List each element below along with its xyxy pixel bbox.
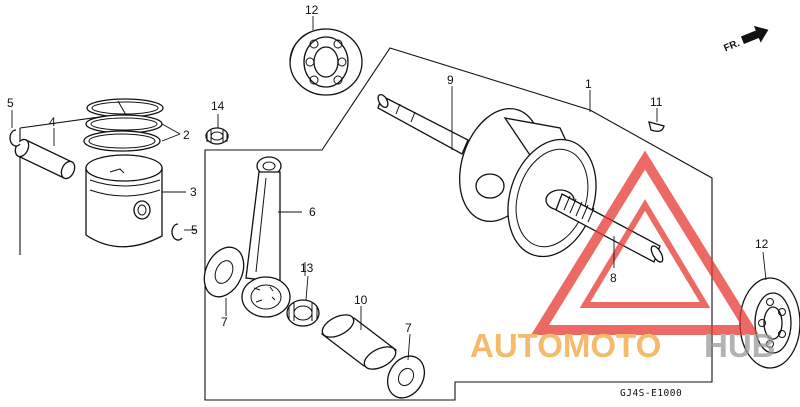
piston-pin-clip-right — [171, 223, 183, 241]
ball-bearing-lower — [739, 277, 800, 369]
front-direction-indicator: FR. — [722, 25, 769, 54]
callout-14: 14 — [211, 99, 225, 113]
callout-12a: 12 — [305, 3, 319, 17]
front-arrow-icon — [740, 25, 769, 44]
piston — [85, 154, 163, 248]
ball-bearing-upper — [289, 28, 363, 96]
crankshaft — [377, 93, 664, 263]
callout-1: 1 — [585, 77, 592, 91]
leader-lines — [11, 16, 767, 361]
callout-7a: 7 — [221, 315, 228, 329]
callout-numbers: 1 2 3 4 5 5 6 7 7 8 9 10 11 12 12 13 14 — [7, 3, 769, 335]
watermark-text-automoto: AUTOMOTO — [470, 327, 661, 364]
thrust-washer-right — [386, 355, 426, 399]
callout-6: 6 — [309, 205, 316, 219]
watermark-text-hub: HUB — [704, 327, 776, 364]
big-end-needle-bearing — [286, 299, 320, 327]
callout-9: 9 — [447, 73, 454, 87]
piston-pin — [14, 138, 76, 180]
watermark-triangle — [531, 150, 759, 335]
callout-5a: 5 — [7, 96, 14, 110]
woodruff-key — [648, 121, 665, 132]
callout-5b: 5 — [191, 223, 198, 237]
callout-2: 2 — [183, 128, 190, 142]
watermark-triangle-inner — [579, 199, 711, 308]
callout-10: 10 — [354, 293, 368, 307]
callout-4: 4 — [49, 115, 56, 129]
piston-pin-clip-left — [9, 129, 21, 147]
thrust-washer-left — [203, 246, 245, 298]
callout-8: 8 — [610, 271, 617, 285]
small-end-needle-bearing — [205, 127, 229, 145]
piston-rings — [83, 98, 164, 152]
callout-7b: 7 — [405, 321, 412, 335]
diagram-code: GJ4S-E1000 — [620, 388, 682, 399]
connecting-rod — [241, 156, 291, 318]
callout-13: 13 — [300, 261, 314, 275]
callout-11: 11 — [650, 95, 663, 109]
watermark-logo: AUTOMOTO HUB — [470, 150, 776, 364]
callout-12b: 12 — [755, 237, 769, 251]
front-direction-label: FR. — [722, 38, 741, 54]
crank-pin — [320, 314, 398, 370]
callout-3: 3 — [190, 185, 197, 199]
